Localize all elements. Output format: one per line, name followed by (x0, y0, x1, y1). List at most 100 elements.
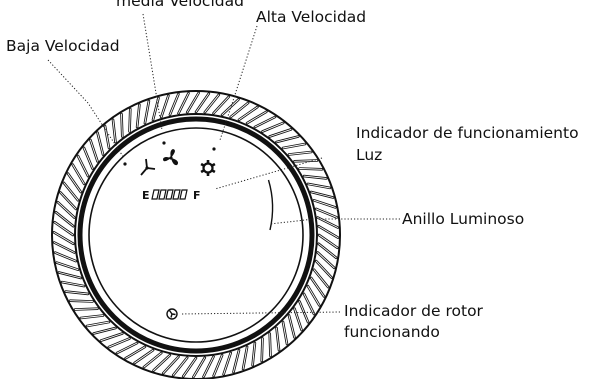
knurl-ridge-core (112, 119, 116, 143)
knurl-ridge-core (318, 225, 339, 239)
knurl-ridge-core (246, 111, 267, 124)
knurl-ridge-core (83, 147, 93, 169)
knurl-ridge-core (294, 308, 303, 331)
knurl-ridge-core (269, 333, 271, 357)
knurl-ridge-core (195, 93, 210, 113)
knurl-ridge-core (213, 354, 223, 377)
knurl-ridge-core (310, 191, 334, 198)
knurl-ridge-core (56, 262, 79, 271)
knurl-ridge-core (307, 183, 331, 189)
knurl-ridge-core (303, 175, 327, 179)
knurl-ridge-core (299, 168, 323, 170)
knurl-ridge-core (318, 243, 337, 259)
knurl-ridge-core (307, 285, 320, 306)
knurl-ridge-core (53, 242, 75, 253)
light-ring-label: Anillo Luminoso (402, 210, 524, 228)
knurl-ridge-core (262, 122, 284, 132)
high-speed-fan-icon (200, 160, 216, 176)
knurl-ridge-core (160, 95, 169, 118)
knurl-ridge-core (60, 192, 77, 210)
knurl-ridge-core (61, 281, 85, 287)
knurl-ridge-core (223, 352, 232, 375)
knurl-ridge-core (169, 93, 179, 116)
knurl-ridge-core (242, 346, 248, 370)
knurl-ridge-core (294, 160, 318, 162)
knurl-ridge-core (67, 173, 82, 193)
knurl-ridge-core (144, 100, 150, 124)
knurl-ridge-core (276, 327, 280, 351)
knurl-ridge-core (77, 155, 89, 177)
knurl-ridge-core (55, 211, 74, 227)
filter-bars (151, 189, 188, 200)
operation-indicator-label: Indicador de funcionamiento (356, 124, 579, 142)
medium-speed-fan-icon (163, 149, 179, 166)
knurl-ridge-core (63, 182, 79, 201)
knurl-ridge-core (313, 199, 336, 208)
knurl-ridge-core (74, 308, 98, 310)
knurl-ridge-core (282, 321, 288, 345)
knurl-ridge-core (80, 315, 104, 319)
knurl-ridge-core (178, 92, 189, 114)
knurl-ridge-core (315, 260, 332, 278)
knurl-ridge-core (317, 252, 335, 269)
knurl-ridges (52, 91, 340, 379)
knurl-ridge-core (203, 356, 214, 378)
knurl-ridge-core (108, 338, 130, 348)
knurl-ridge-core (186, 92, 200, 113)
knurl-ridge-core (134, 349, 154, 364)
knurl-ridge-core (282, 143, 306, 149)
inner-ring (77, 116, 315, 354)
knurl-ridge-core (318, 234, 338, 249)
knurl-ridge-core (53, 231, 74, 245)
knurl-ridge-core (261, 338, 263, 362)
knurl-ridge-core (303, 293, 315, 315)
knurl-ridge-core (129, 108, 131, 132)
knurl-ridge-core (276, 136, 299, 143)
low-speed-label: Baja Velocidad (6, 37, 120, 55)
knurl-ridge-core (182, 357, 197, 377)
knurl-ridge-core (269, 128, 292, 137)
knurl-ridge-core (72, 164, 85, 185)
rotor-indicator-label-line2: funcionando (344, 323, 440, 341)
knurl-ridge-core (93, 327, 116, 334)
low-speed-fan-icon (140, 158, 156, 176)
knurl-ridge-core (136, 104, 140, 128)
knurl-ridge-core (238, 106, 258, 121)
knurl-ridge-core (54, 221, 74, 236)
knurl-ridge-core (58, 272, 82, 279)
leader-lines (47, 13, 400, 315)
knurl-ridge-core (97, 132, 104, 155)
knurl-ridge-core (100, 333, 123, 342)
empty-mark: E (142, 189, 150, 202)
low-speed-indicator-dot (123, 162, 127, 166)
knurl-ridge-core (288, 151, 312, 155)
high-speed-indicator-dot (212, 147, 216, 151)
knurl-ridge-core (288, 315, 295, 338)
knurl-ridge-core (152, 97, 159, 121)
knurl-ridge-core (317, 217, 339, 228)
knurl-ridge-core (125, 346, 146, 359)
filter-life-indicator: E F (142, 189, 201, 202)
knurl-ridge-core (57, 201, 75, 218)
knurl-ridge-core (252, 342, 256, 366)
rotor-indicator-label: Indicador de rotor (344, 302, 484, 320)
knurl-ridge-core (172, 357, 188, 376)
knurl-ridge-core (254, 116, 276, 128)
knurl-ridge-core (121, 113, 123, 137)
knurl-ridge-core (89, 139, 98, 162)
knurl-ridge-core (315, 208, 338, 218)
knurl-ridge-core (65, 291, 89, 295)
medium-speed-label: media Velocidad (116, 0, 244, 10)
knurl-ridge-core (221, 99, 239, 116)
knurl-ridge-core (313, 269, 329, 288)
light-ring-highlight (267, 179, 274, 231)
knurl-ridge-core (86, 321, 110, 327)
knurl-ridge-core (230, 102, 249, 118)
knurl-ridge-core (162, 356, 179, 374)
knurl-ridge-core (310, 277, 325, 297)
outer-ring (51, 90, 341, 379)
knurl-ridge-core (153, 354, 171, 371)
knurl-ridge-core (69, 300, 93, 302)
rotor-indicator-icon (166, 308, 178, 320)
